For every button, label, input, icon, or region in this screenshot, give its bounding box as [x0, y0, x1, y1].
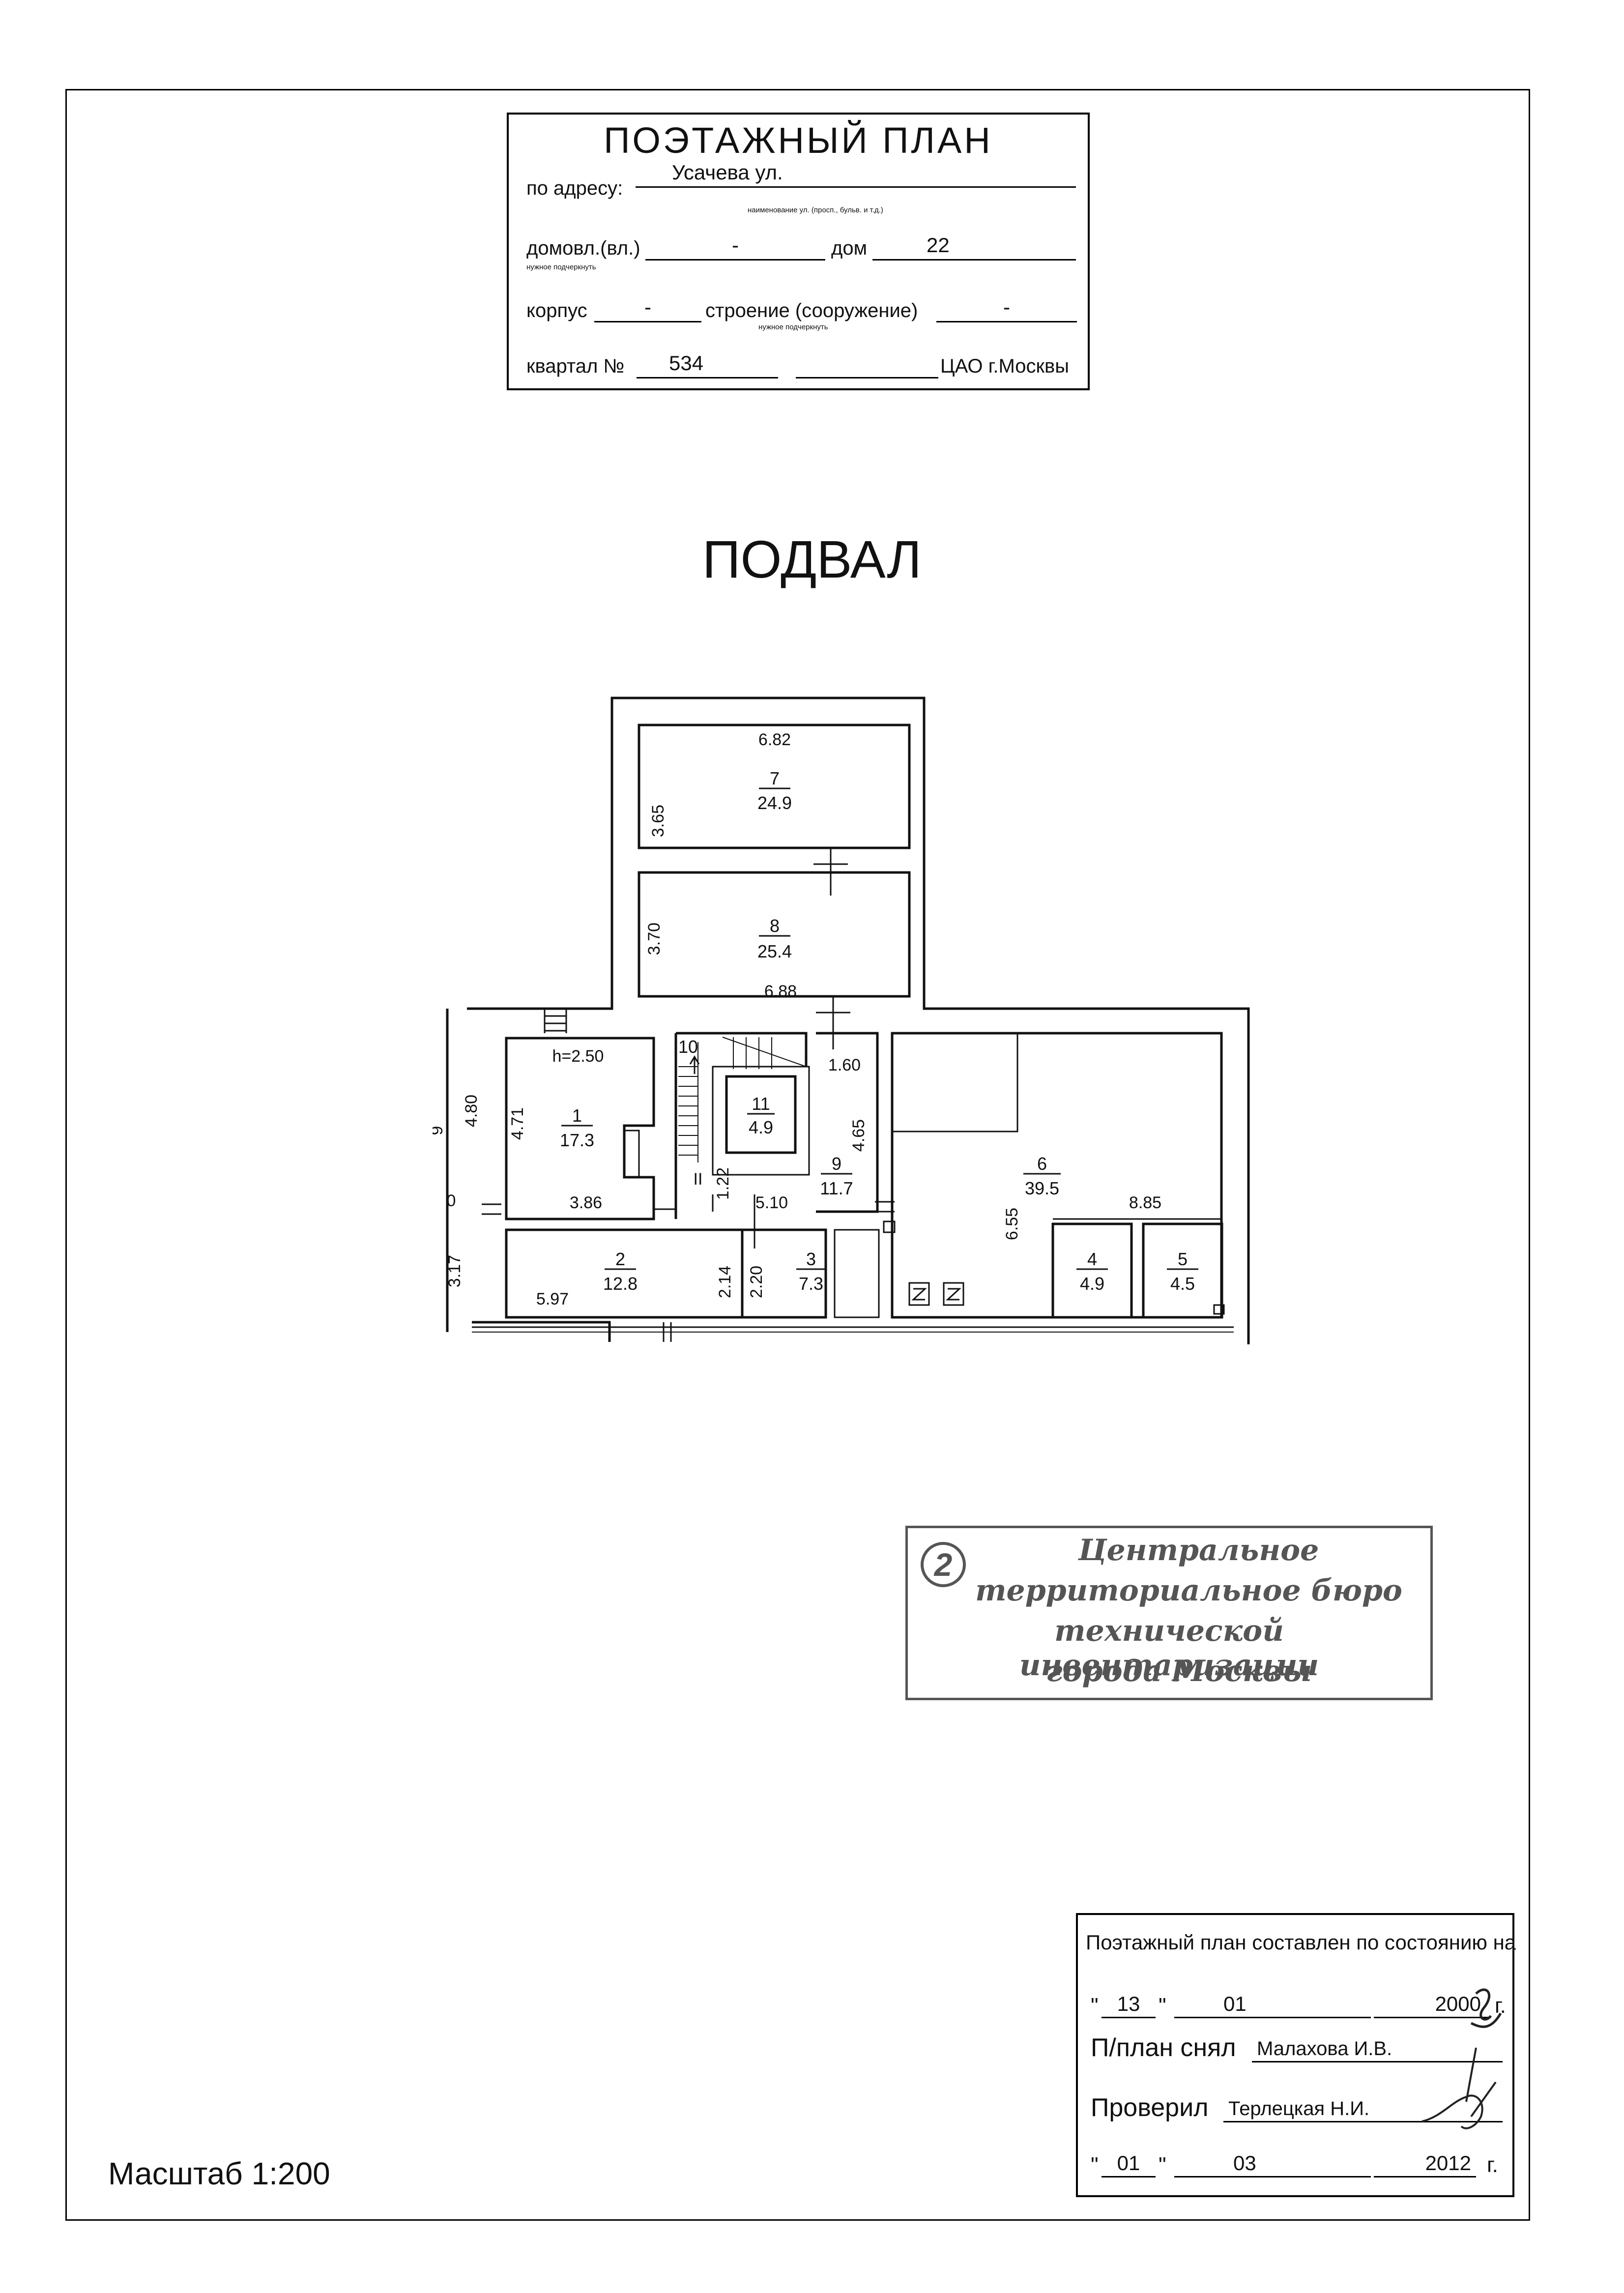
- dimension: 3.70: [645, 923, 664, 955]
- domovl-field: -: [645, 233, 825, 261]
- house-label: дом: [831, 237, 868, 259]
- survey-date: " 13 " 01 2000 г.: [1091, 1992, 1506, 2018]
- signature-1: [1470, 1988, 1502, 2028]
- edge-mark: 9: [433, 1126, 446, 1135]
- street-field: Усачева ул.: [636, 161, 1076, 188]
- stamp-line: территориальное бюро: [975, 1573, 1402, 1608]
- dimension: 6.55: [1003, 1208, 1021, 1240]
- room-2-area: 12.8: [603, 1274, 638, 1294]
- dimension: 1.22: [714, 1167, 732, 1200]
- building-label: строение (сооружение): [705, 300, 918, 321]
- quarter-value: 534: [669, 351, 704, 375]
- room-10-number: 10: [678, 1037, 698, 1057]
- check-date-month: 03: [1174, 2151, 1371, 2177]
- district-blank: [796, 352, 938, 378]
- stamp-line: технической инвентаризации: [1019, 1614, 1319, 1683]
- stamp-line: города Москвы: [1045, 1654, 1312, 1688]
- domovl-label: домовл.(вл.): [526, 237, 640, 259]
- room-5-number: 5: [1178, 1249, 1188, 1269]
- certification-block: Поэтажный план составлен по состоянию на…: [1076, 1913, 1516, 2197]
- room-9-number: 9: [832, 1154, 841, 1174]
- korpus-value: -: [644, 295, 651, 319]
- cert-heading: Поэтажный план составлен по состоянию на: [1086, 1931, 1516, 1954]
- room-1-number: 1: [572, 1105, 582, 1126]
- floor-plan: 7 24.9 8 25.4 1 17.3 11 4.9 9 11.7 6 39.…: [433, 697, 1250, 1344]
- address-label: по адресу:: [526, 177, 623, 199]
- room-4-number: 4: [1087, 1249, 1097, 1269]
- survey-date-year: 2000: [1374, 1992, 1491, 2018]
- dimension: 5.10: [755, 1193, 788, 1212]
- dimension: 5.97: [536, 1290, 569, 1308]
- dimension: 2.20: [747, 1266, 766, 1298]
- title-block: ПОЭТАЖНЫЙ ПЛАН по адресу: Усачева ул. на…: [507, 113, 1090, 390]
- checked-field: Терлецкая Н.И.: [1223, 2096, 1503, 2122]
- dimension: 1.60: [828, 1056, 861, 1074]
- building-value: -: [1003, 295, 1010, 319]
- dimension: 6.88: [764, 982, 797, 1001]
- quarter-label: квартал №: [526, 355, 625, 377]
- domovl-hint: нужное подчеркнуть: [526, 263, 596, 271]
- dimension: 3.86: [570, 1193, 602, 1212]
- dimension: 4.80: [462, 1095, 481, 1127]
- room-11-number: 11: [752, 1094, 770, 1114]
- korpus-label: корпус: [526, 300, 587, 321]
- dimension: 6.82: [758, 730, 791, 749]
- dimension: 3.17: [445, 1255, 464, 1287]
- dimension: 4.71: [508, 1107, 527, 1140]
- section-title: ПОДВАЛ: [702, 529, 922, 589]
- surveyed-row: П/план снял Малахова И.В.: [1091, 2031, 1503, 2065]
- building-hint: нужное подчеркнуть: [758, 323, 828, 331]
- stamp-badge: 2: [921, 1542, 966, 1587]
- domovl-value: -: [732, 233, 739, 257]
- check-date-day: 01: [1102, 2151, 1156, 2177]
- checked-by: Терлецкая Н.И.: [1228, 2098, 1370, 2119]
- survey-date-month: 01: [1174, 1992, 1371, 2018]
- scale-note: Масштаб 1:200: [108, 2156, 330, 2191]
- street-value: Усачева ул.: [672, 161, 783, 184]
- checked-label: Проверил: [1091, 2093, 1209, 2122]
- signature-2: [1421, 2047, 1497, 2129]
- room-3-number: 3: [806, 1249, 816, 1269]
- building-field: -: [936, 295, 1077, 322]
- check-date-suffix: г.: [1487, 2153, 1498, 2177]
- corridor-mark: II: [694, 1170, 703, 1189]
- check-date: " 01 " 03 2012 г.: [1091, 2151, 1498, 2177]
- korpus-field: -: [594, 295, 701, 322]
- room-7-area: 24.9: [757, 793, 792, 813]
- quarter-field: 534: [637, 351, 778, 378]
- bti-stamp: 2 Центральное территориальное бюро техни…: [905, 1526, 1433, 1700]
- check-date-year: 2012: [1374, 2151, 1476, 2177]
- document-title: ПОЭТАЖНЫЙ ПЛАН: [604, 120, 993, 161]
- dimension: 4.65: [849, 1119, 868, 1152]
- room-2-number: 2: [615, 1249, 625, 1269]
- dimension: 8.85: [1129, 1193, 1161, 1212]
- survey-date-suffix: г.: [1495, 1994, 1506, 2018]
- surveyed-label: П/план снял: [1091, 2033, 1236, 2062]
- height-label: h=2.50: [552, 1047, 604, 1066]
- room-8-number: 8: [770, 916, 780, 936]
- surveyed-field: Малахова И.В.: [1252, 2036, 1503, 2062]
- surveyed-by: Малахова И.В.: [1257, 2038, 1392, 2060]
- room-6-number: 6: [1037, 1154, 1047, 1174]
- room-9-area: 11.7: [820, 1178, 853, 1198]
- room-11-area: 4.9: [749, 1117, 773, 1137]
- house-field: 22: [872, 233, 1076, 261]
- survey-date-day: 13: [1102, 1992, 1156, 2018]
- page-frame: [65, 89, 1530, 2221]
- street-hint: наименование ул. (просп., бульв. и т.д.): [748, 206, 883, 214]
- room-8-area: 25.4: [757, 941, 792, 961]
- dimension: 2.14: [716, 1266, 734, 1298]
- checked-row: Проверил Терлецкая Н.И.: [1091, 2091, 1503, 2125]
- room-3-area: 7.3: [799, 1274, 823, 1294]
- room-5-area: 4.5: [1170, 1274, 1195, 1294]
- room-6-area: 39.5: [1025, 1178, 1059, 1198]
- district: ЦАО г.Москвы: [940, 355, 1069, 377]
- edge-mark: 0: [447, 1191, 456, 1210]
- stamp-line: Центральное: [1078, 1533, 1319, 1567]
- room-7-number: 7: [770, 768, 780, 788]
- room-4-area: 4.9: [1080, 1274, 1104, 1294]
- house-value: 22: [927, 233, 950, 257]
- dimension: 3.65: [649, 805, 667, 837]
- room-1-area: 17.3: [560, 1130, 594, 1150]
